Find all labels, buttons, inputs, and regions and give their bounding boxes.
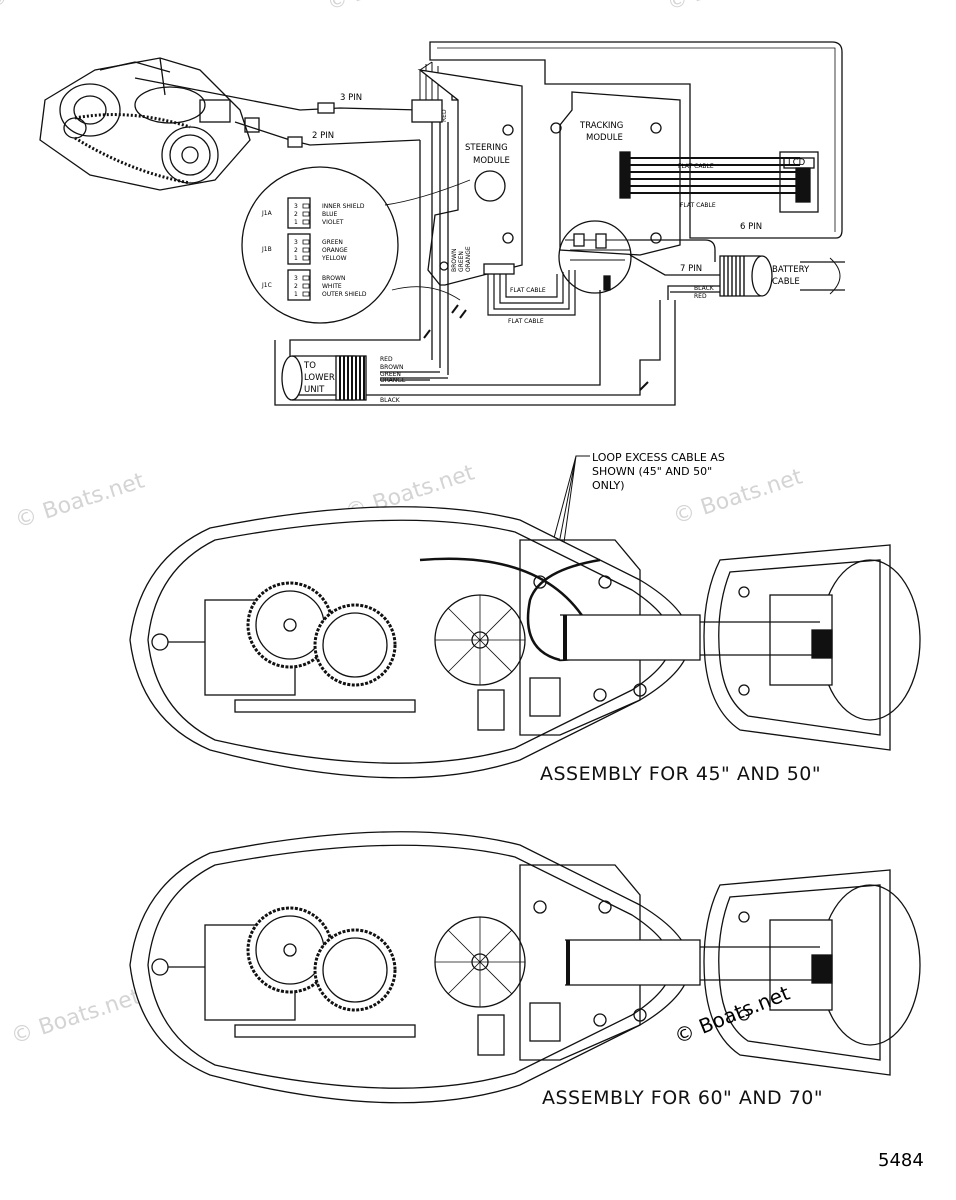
- label-2pin: 2 PIN: [312, 131, 334, 141]
- label-j1a: J1A: [261, 210, 273, 217]
- watermark: © Boats.net: [324, 0, 448, 15]
- label-tracking-2: MODULE: [586, 133, 623, 143]
- label-module-wire-1: BROWN: [451, 249, 458, 272]
- label-battery-1: BATTERY: [772, 265, 810, 275]
- wire-label: BROWN: [322, 275, 345, 282]
- pinout-detail: [241, 166, 471, 324]
- figure-number: 5484: [878, 1150, 924, 1171]
- control-head-outline: [429, 41, 843, 239]
- pcb: [519, 539, 641, 736]
- label-flat-cable-2: FLAT CABLE: [680, 202, 716, 209]
- pin-num: 3: [294, 275, 298, 282]
- flat-cable-tracking: [625, 157, 800, 194]
- pin-num: 1: [294, 255, 298, 262]
- pin-num: 1: [294, 291, 298, 298]
- wire-label: BLUE: [322, 211, 338, 218]
- wire-label: VIOLET: [322, 219, 344, 226]
- wire-label: INNER SHIELD: [322, 203, 365, 210]
- label-lu-brown: BROWN: [380, 364, 403, 371]
- label-lower-2: LOWER: [304, 373, 335, 383]
- flat-cable-steering: [487, 268, 576, 316]
- lower-unit-cable: [281, 355, 367, 401]
- label-lower-1: TO: [303, 361, 316, 371]
- assembly-45-50: [129, 506, 921, 779]
- connector-2pin: [287, 136, 303, 148]
- pin-num: 3: [294, 239, 298, 246]
- label-module-wire-2: GREEN: [458, 251, 465, 272]
- pin-num: 2: [294, 283, 298, 290]
- label-red: RED: [441, 109, 448, 122]
- assembly-60-70: [129, 831, 921, 1104]
- connector-block: [411, 99, 443, 123]
- label-flat-cable-3: FLAT CABLE: [510, 287, 546, 294]
- lower-unit-cables: [289, 140, 661, 396]
- watermark: © Boats.net: [0, 0, 108, 13]
- label-3pin: 3 PIN: [340, 93, 362, 103]
- label-lu-green: GREEN: [380, 371, 401, 378]
- pin-num: 3: [294, 203, 298, 210]
- label-lu-red: RED: [380, 356, 393, 363]
- label-j1b: J1B: [261, 246, 272, 253]
- label-module-wire-3: ORANGE: [465, 246, 472, 272]
- ribbon-cable: [560, 614, 701, 661]
- cable-6pin: [630, 239, 716, 262]
- callout-line-3: ONLY): [592, 479, 625, 492]
- gear-medium: [313, 928, 397, 1012]
- cable-7pin: [629, 254, 720, 276]
- connector-3pin: [317, 102, 335, 114]
- label-battery-2: CABLE: [772, 277, 800, 287]
- callout-line-1: LOOP EXCESS CABLE AS: [592, 451, 725, 464]
- callout-line-2: SHOWN (45" AND 50": [592, 465, 712, 478]
- wire-label: GREEN: [322, 239, 343, 246]
- gear-medium: [313, 603, 397, 687]
- label-lower-3: UNIT: [304, 385, 325, 395]
- steering-module: [417, 68, 523, 286]
- battery-cable: [719, 255, 845, 297]
- wire-label: YELLOW: [321, 255, 347, 262]
- label-black: BLACK: [694, 285, 715, 292]
- label-lcd: LCD: [788, 158, 806, 168]
- label-6pin: 6 PIN: [740, 222, 762, 232]
- label-flat-cable-4: FLAT CABLE: [508, 318, 544, 325]
- pcb: [519, 864, 641, 1061]
- label-flat-cable-1: FLAT CABLE: [678, 163, 714, 170]
- watermark: © Boats.net: [664, 0, 788, 15]
- wiring-labels: 3 PIN 2 PIN RED STEERING MODULE TRACKING…: [261, 93, 810, 404]
- pin-num: 2: [294, 211, 298, 218]
- loop-callout: LOOP EXCESS CABLE AS SHOWN (45" AND 50" …: [543, 451, 725, 601]
- label-7pin: 7 PIN: [680, 264, 702, 274]
- ribbon-cable: [565, 939, 701, 986]
- label-j1c: J1C: [261, 282, 272, 289]
- label-red-2: RED: [694, 293, 707, 300]
- wire-label: ORANGE: [322, 247, 348, 254]
- label-steering-2: MODULE: [473, 156, 510, 166]
- caption-45-50: ASSEMBLY FOR 45" AND 50": [540, 763, 821, 785]
- wire-label: WHITE: [322, 283, 342, 290]
- watermark: © Boats.net: [8, 984, 144, 1049]
- motor-assembly: [39, 57, 260, 191]
- pin-num: 1: [294, 219, 298, 226]
- caption-60-70: ASSEMBLY FOR 60" AND 70": [542, 1087, 823, 1109]
- label-lu-orange: ORANGE: [380, 377, 406, 384]
- label-lu-black: BLACK: [380, 397, 401, 404]
- connection-detail-circle: [558, 220, 632, 294]
- label-tracking-1: TRACKING: [579, 121, 623, 131]
- watermark: © Boats.net: [12, 468, 148, 533]
- wire-label: OUTER SHIELD: [322, 291, 367, 298]
- pin-num: 2: [294, 247, 298, 254]
- wiring-schematic: [39, 41, 845, 406]
- label-steering-1: STEERING: [465, 143, 508, 153]
